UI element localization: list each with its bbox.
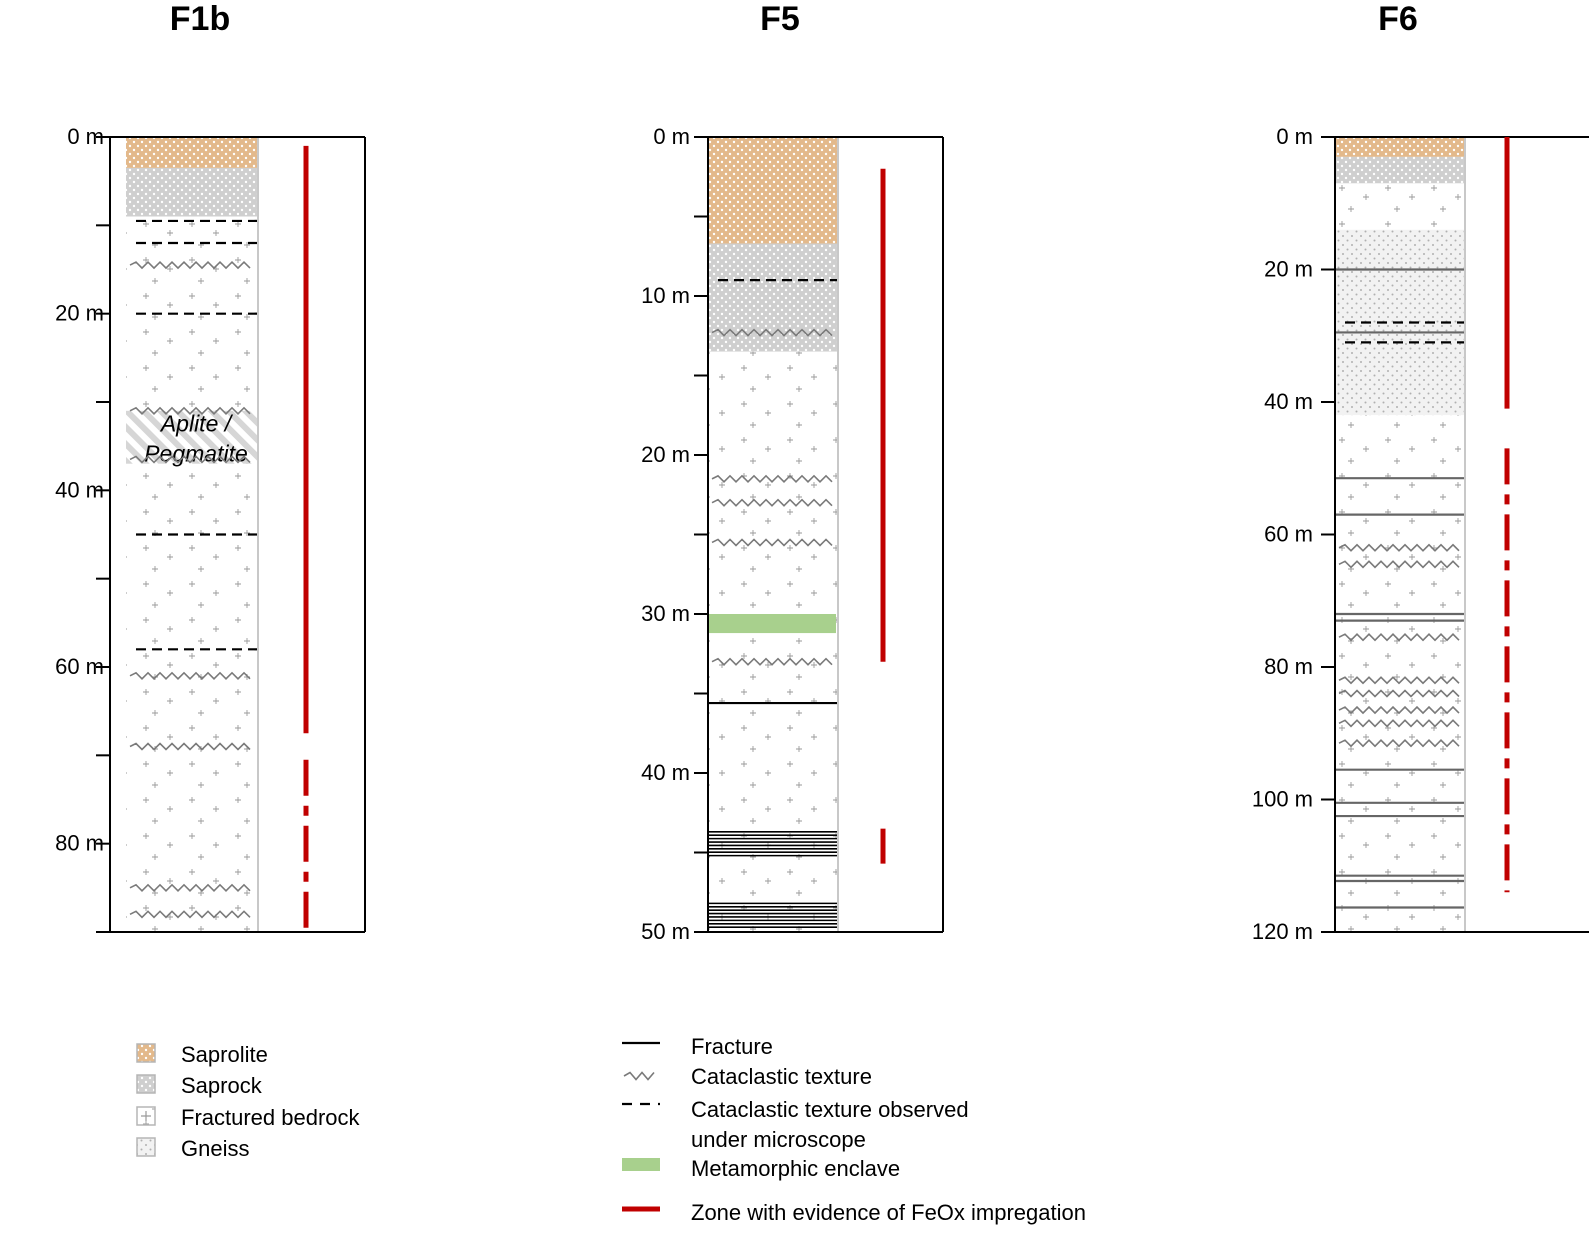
legend-label-cataclastic: Cataclastic texture: [691, 1064, 872, 1089]
cataclastic-texture-mark: [1338, 739, 1460, 748]
cataclastic-texture-mark: [129, 883, 251, 892]
cataclastic-texture-mark: [129, 671, 251, 680]
depth-tick-label: 40 m: [641, 760, 690, 785]
legend-label-fractured-bedrock: Fractured bedrock: [181, 1105, 361, 1130]
unit-fractured-bedrock: [1335, 183, 1465, 230]
depth-tick-label: 50 m: [641, 919, 690, 944]
cataclastic-texture-mark: [1338, 633, 1460, 642]
legend-swatch-gneiss: [136, 1137, 156, 1157]
legend-enclave-swatch: [622, 1158, 660, 1171]
cataclastic-texture-mark: [1338, 689, 1460, 698]
unit-saprolite: [1335, 137, 1465, 157]
depth-tick-label: 0 m: [653, 124, 690, 149]
aplite-label: Aplite /: [159, 410, 234, 436]
depth-tick-label: 0 m: [67, 124, 104, 149]
unit-saprock: [1335, 156, 1465, 184]
unit-saprolite: [126, 137, 258, 168]
legend-swatch-saprock: [136, 1074, 156, 1094]
unit-fractured-bedrock: [126, 463, 258, 932]
cataclastic-texture-mark: [1338, 543, 1460, 552]
legend-label-gneiss: Gneiss: [181, 1136, 249, 1161]
cataclastic-texture-mark: [129, 742, 251, 751]
legend-cataclastic-mark: [623, 1071, 655, 1081]
cataclastic-texture-mark: [711, 474, 833, 483]
legend-label-feox: Zone with evidence of FeOx impregation: [691, 1200, 1086, 1225]
metamorphic-enclave: [708, 614, 836, 634]
log-title: F1b: [170, 0, 230, 38]
cataclastic-texture-mark: [711, 498, 833, 507]
unit-fractured-bedrock: [1335, 415, 1465, 932]
depth-tick-label: 60 m: [55, 654, 104, 679]
cataclastic-texture-mark: [129, 406, 251, 415]
cataclastic-texture-mark: [129, 455, 251, 464]
cataclastic-texture-mark: [1338, 560, 1460, 569]
legend-label-cataclastic-microscope: Cataclastic texture observed: [691, 1097, 969, 1122]
legend-swatch-saprolite: [136, 1043, 156, 1063]
depth-tick-label: 40 m: [55, 477, 104, 502]
log-f6: F6 0 m 20 m 40 m 60 m 80 m 100 m 120 m: [1252, 0, 1589, 944]
log-title: F5: [760, 0, 800, 38]
depth-tick-label: 10 m: [641, 283, 690, 308]
legend-label-cataclastic-microscope-2: under microscope: [691, 1127, 866, 1152]
cataclastic-texture-mark: [711, 657, 833, 666]
depth-tick-label: 40 m: [1264, 389, 1313, 414]
depth-tick-label: 100 m: [1252, 787, 1313, 812]
depth-tick-label: 30 m: [641, 601, 690, 626]
legend-bedrock-cross: [141, 1111, 151, 1121]
cataclastic-texture-mark: [129, 260, 251, 270]
depth-tick-label: 80 m: [55, 831, 104, 856]
legend-label-saprock: Saprock: [181, 1073, 263, 1098]
cataclastic-texture-mark: [1338, 705, 1460, 715]
unit-saprock: [126, 167, 258, 217]
depth-tick-label: 80 m: [1264, 654, 1313, 679]
unit-saprolite: [708, 137, 838, 244]
depth-tick-label: 60 m: [1264, 522, 1313, 547]
unit-aplite: [126, 410, 258, 464]
cataclastic-texture-mark: [711, 538, 833, 547]
depth-tick-label: 20 m: [1264, 257, 1313, 282]
cataclastic-texture-mark: [1338, 676, 1460, 685]
depth-tick-label: 20 m: [55, 301, 104, 326]
cataclastic-texture-mark: [129, 910, 251, 919]
legend-label-saprolite: Saprolite: [181, 1042, 268, 1067]
depth-tick-label: 120 m: [1252, 919, 1313, 944]
depth-tick-label: 20 m: [641, 442, 690, 467]
pegmatite-label: Pegmatite: [144, 440, 248, 466]
log-f5: F5 0 m 10 m 20 m 30 m 40 m 50 m: [641, 0, 944, 944]
depth-tick-label: 0 m: [1276, 124, 1313, 149]
legend-label-enclave: Metamorphic enclave: [691, 1156, 900, 1181]
legend-label-fracture: Fracture: [691, 1034, 773, 1059]
log-title: F6: [1378, 0, 1418, 38]
cataclastic-texture-mark: [711, 328, 833, 337]
cataclastic-texture-mark: [1338, 719, 1460, 728]
